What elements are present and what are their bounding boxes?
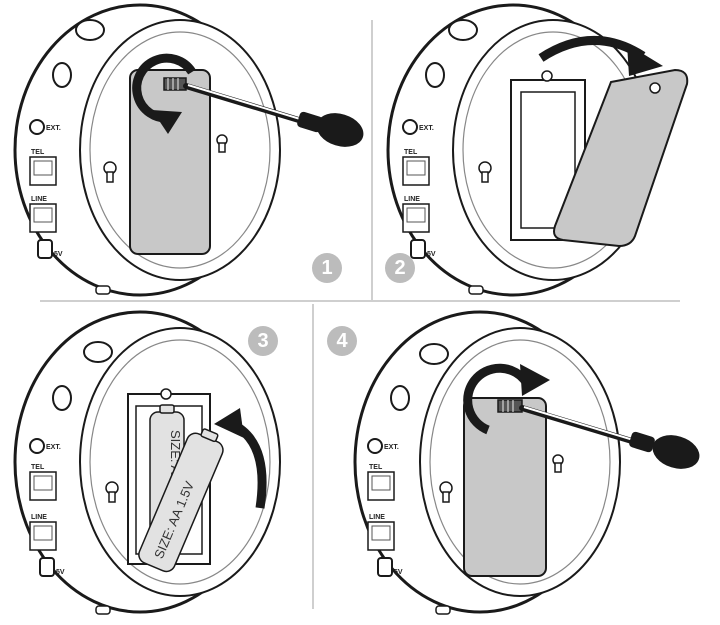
horizontal-divider xyxy=(40,300,680,302)
rotate-arrow-icon xyxy=(463,363,550,435)
device-illustration: EXT. TEL LINE 5V SIZE: AA SIZE: AA 1.5V xyxy=(13,310,281,615)
port-line-label: LINE xyxy=(369,514,385,521)
screwdriver-icon xyxy=(519,405,700,469)
rotate-arrow-icon xyxy=(132,53,196,134)
port-ext-label: EXT. xyxy=(46,125,61,132)
screw-icon xyxy=(497,399,523,413)
step-number-badge: 1 xyxy=(312,253,342,283)
device-illustration: EXT. TEL LINE 5V xyxy=(386,3,689,297)
vertical-divider-bottom xyxy=(312,304,314,609)
port-line-label: LINE xyxy=(31,196,47,203)
step-number-badge: 3 xyxy=(248,326,278,356)
device-illustration: EXT. TEL LINE 5V xyxy=(353,310,700,615)
step-4-panel: EXT. TEL LINE 5V 4 xyxy=(327,310,720,622)
step-2-panel: EXT. TEL LINE 5V 2 xyxy=(373,0,720,310)
port-ext-label: EXT. xyxy=(419,125,434,132)
step-number-badge: 4 xyxy=(327,326,357,356)
battery-cover xyxy=(463,397,547,577)
port-power-label: 5V xyxy=(394,569,403,576)
port-ext-label: EXT. xyxy=(384,444,399,451)
step-number-badge: 2 xyxy=(385,253,415,283)
port-line-label: LINE xyxy=(31,514,47,521)
battery-compartment xyxy=(510,79,586,241)
screw-icon xyxy=(163,77,187,91)
curved-arrow-icon xyxy=(538,36,663,76)
step-3-panel: EXT. TEL LINE 5V SIZE: AA SIZE: AA 1.5V … xyxy=(0,310,360,622)
port-ext-label: EXT. xyxy=(46,444,61,451)
port-tel-label: TEL xyxy=(31,149,45,156)
port-power-label: 5V xyxy=(54,251,63,258)
step-1-panel: EXT. TEL LINE 5V 1 xyxy=(0,0,364,310)
device-illustration: EXT. TEL LINE 5V xyxy=(13,3,364,297)
port-tel-label: TEL xyxy=(404,149,418,156)
curved-arrow-icon xyxy=(214,408,267,509)
port-tel-label: TEL xyxy=(31,464,45,471)
port-line-label: LINE xyxy=(404,196,420,203)
port-tel-label: TEL xyxy=(369,464,383,471)
vertical-divider-top xyxy=(371,20,373,300)
battery-cover xyxy=(553,68,689,248)
port-power-label: 5V xyxy=(56,569,65,576)
port-power-label: 5V xyxy=(427,251,436,258)
screwdriver-icon xyxy=(183,83,364,147)
